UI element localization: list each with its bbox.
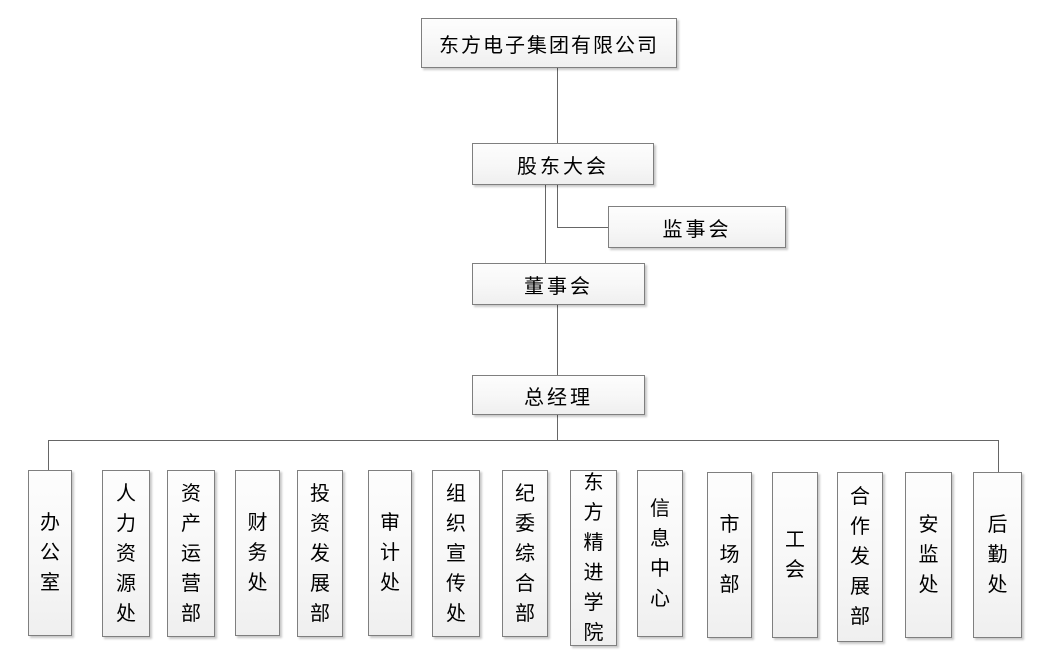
connector-rail-left-drop (48, 440, 49, 471)
org-node-department-renliziyuanchu: 人力资源处 (102, 470, 150, 637)
connector-rail (48, 440, 998, 441)
org-node-shareholders-meeting: 股东大会 (472, 143, 654, 185)
org-node-department-bangongshi: 办公室 (28, 470, 72, 636)
org-node-supervisory-board: 监事会 (608, 206, 786, 248)
org-node-department-hezuofazhanbu: 合作发展部 (837, 472, 883, 642)
connector-supervisory-branch (557, 227, 608, 228)
org-node-department-zuzhixuanchuanchu: 组织宣传处 (432, 470, 480, 637)
org-node-general-manager: 总经理 (472, 375, 645, 415)
org-node-company: 东方电子集团有限公司 (421, 18, 677, 68)
org-node-department-shenjichu: 审计处 (368, 470, 412, 636)
department-label: 财务处 (247, 512, 268, 594)
org-node-department-anjianchu: 安监处 (905, 472, 952, 638)
general-manager-label: 总经理 (524, 386, 593, 409)
department-label: 东方精进学院 (583, 472, 604, 644)
connector-company-to-shareholders (557, 68, 558, 143)
department-label: 办公室 (40, 512, 60, 594)
supervisory-board-label: 监事会 (662, 218, 732, 241)
org-node-department-shichangbu: 市场部 (707, 472, 752, 638)
org-node-department-gonghui: 工会 (772, 472, 818, 638)
department-label: 投资发展部 (310, 482, 330, 625)
org-node-department-jiweizonghebu: 纪委综合部 (502, 470, 548, 637)
company-label: 东方电子集团有限公司 (439, 34, 659, 57)
department-label: 合作发展部 (850, 486, 870, 628)
org-node-department-houqinchu: 后勤处 (973, 472, 1022, 638)
org-node-department-zichanyunyingbu: 资产运营部 (167, 470, 215, 637)
org-node-department-xinxizhongxin: 信息中心 (637, 470, 683, 637)
org-node-department-dongfangjingjinxueyuan: 东方精进学院 (570, 470, 617, 646)
department-label: 市场部 (719, 514, 740, 596)
connector-shareholders-to-board (545, 185, 546, 263)
org-node-department-touzifazhanbu: 投资发展部 (297, 470, 343, 637)
department-label: 组织宣传处 (446, 482, 466, 625)
department-label: 资产运营部 (181, 482, 201, 625)
department-label: 人力资源处 (116, 482, 136, 625)
connector-board-to-gm (557, 305, 558, 375)
department-label: 后勤处 (987, 514, 1008, 596)
org-node-board-of-directors: 董事会 (472, 263, 645, 305)
department-label: 信息中心 (650, 497, 670, 610)
board-of-directors-label: 董事会 (524, 275, 593, 298)
department-label: 审计处 (380, 512, 400, 594)
shareholders-meeting-label: 股东大会 (517, 155, 609, 178)
department-label: 安监处 (918, 514, 939, 596)
connector-gm-to-rail (557, 415, 558, 441)
connector-rail-right-drop (998, 440, 999, 473)
connector-supervisory-drop (557, 185, 558, 228)
department-label: 纪委综合部 (515, 482, 535, 625)
department-label: 工会 (785, 529, 805, 581)
org-node-department-caiwuchu: 财务处 (235, 470, 280, 636)
